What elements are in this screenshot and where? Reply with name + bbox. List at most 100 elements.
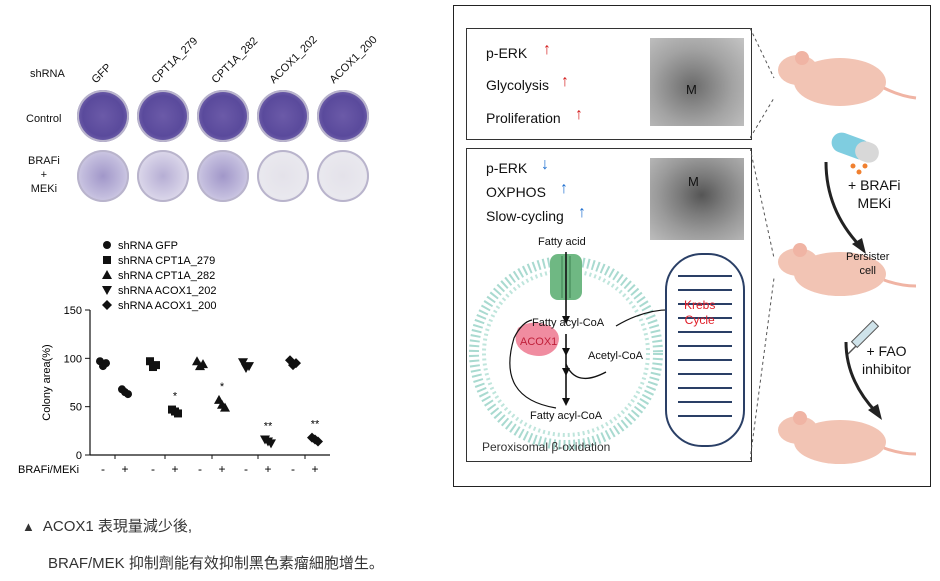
- legend-marker: [102, 286, 112, 295]
- plate-treated-gfp: [77, 150, 129, 202]
- mouse-icon-middle: [778, 243, 917, 296]
- syringe-icon: [847, 319, 880, 355]
- plate-control-cpt1a-279: [137, 90, 189, 142]
- treatment-label: -: [101, 462, 105, 476]
- mouse-icon-top: [778, 51, 917, 106]
- dashed-connectors: [750, 28, 775, 461]
- fatty-acyl-coa-label-2: Fatty acyl-CoA: [530, 410, 603, 422]
- plate-control-acox1-200: [317, 90, 369, 142]
- legend-marker: [103, 241, 111, 249]
- legend-label: shRNA ACOX1_200: [118, 300, 216, 312]
- treatment-label: +: [264, 462, 271, 476]
- significance-label: **: [264, 421, 273, 433]
- row-label-braf-mek: BRAFi + MEKi: [28, 155, 60, 195]
- caption-text-1: ACOX1 表現量減少後,: [42, 518, 193, 535]
- column-header-cpt1a-279: CPT1A_279: [149, 35, 201, 86]
- data-point: [171, 407, 179, 416]
- em-image-top: M: [650, 38, 744, 126]
- plate-treated-cpt1a-279: [137, 150, 189, 202]
- plate-treated-acox1-200: [317, 150, 369, 202]
- mitochondrion-label: M: [686, 82, 697, 97]
- arrow-up-icon: ↑: [578, 204, 586, 221]
- legend-label: shRNA GFP: [118, 240, 178, 252]
- treatment-label: +: [218, 462, 225, 476]
- acox1-label: ACOX1: [520, 336, 558, 348]
- legend-marker: [102, 300, 112, 310]
- y-axis-label: Colony area(%): [41, 344, 53, 420]
- persister-label: Persister cell: [846, 251, 890, 277]
- column-header-acox1-202: ACOX1_202: [267, 33, 320, 86]
- data-point: [288, 360, 298, 371]
- significance-label: *: [220, 381, 225, 393]
- column-header-gfp: GFP: [89, 61, 114, 86]
- data-point: [310, 434, 320, 445]
- legend-label: shRNA CPT1A_282: [118, 270, 215, 282]
- arrow-up-icon: ↑: [561, 73, 569, 90]
- row-header: shRNA: [30, 68, 65, 80]
- acetyl-coa-label: Acetyl-CoA: [588, 350, 644, 362]
- column-header-acox1-200: ACOX1_200: [327, 33, 380, 86]
- data-point: [149, 363, 157, 372]
- fatty-acid-label: Fatty acid: [538, 236, 586, 248]
- legend-marker: [103, 256, 111, 264]
- y-tick-label: 50: [70, 402, 82, 414]
- arrow-up-icon: ↑: [575, 106, 583, 123]
- caption-line-1: ▲ ACOX1 表現量減少後,: [22, 515, 192, 536]
- colony-figure: shRNA GFP CPT1A_279 CPT1A_282 ACOX1_202 …: [0, 0, 440, 240]
- top-item-perk: p-ERK: [486, 45, 528, 61]
- row-label-control: Control: [26, 113, 62, 125]
- plate-control-gfp: [77, 90, 129, 142]
- plate-treated-acox1-202: [257, 150, 309, 202]
- colony-area-plot: shRNA GFP shRNA CPT1A_279 shRNA CPT1A_282s…: [18, 240, 330, 476]
- arrow-up-icon: ↑: [543, 41, 551, 58]
- acox1-enzyme: [515, 322, 559, 356]
- legend-label: shRNA ACOX1_202: [118, 285, 216, 297]
- x-axis-label: BRAFi/MEKi: [18, 464, 79, 476]
- mitochondrion-label: M: [688, 174, 699, 189]
- mouse-icon-bottom: [778, 411, 917, 464]
- treatment-label: +: [171, 462, 178, 476]
- arrow-down-icon: ↓: [541, 156, 549, 173]
- data-point: [121, 388, 129, 397]
- column-header-cpt1a-282: CPT1A_282: [209, 35, 261, 86]
- caption-line-2: BRAF/MEK 抑制劑能有效抑制黑色素瘤細胞增生。: [48, 555, 384, 572]
- step1-label: + BRAFi MEKi: [848, 177, 901, 211]
- treatment-arrow-1: [824, 161, 866, 254]
- bottom-item-slow-cycling: Slow-cycling: [486, 208, 564, 224]
- significance-label: **: [311, 419, 320, 431]
- plate-treated-cpt1a-282: [197, 150, 249, 202]
- step2-label: + FAO inhibitor: [862, 343, 912, 377]
- data-point: [195, 361, 205, 371]
- plate-control-acox1-202: [257, 90, 309, 142]
- capsule-icon: [831, 132, 879, 175]
- plate-control-cpt1a-282: [197, 90, 249, 142]
- data-point: [217, 399, 227, 409]
- top-item-proliferation: Proliferation: [486, 110, 561, 126]
- treatment-label: -: [198, 462, 202, 476]
- bullet-triangle-icon: ▲: [22, 519, 35, 534]
- arrow-up-icon: ↑: [560, 180, 568, 197]
- treatment-label: +: [121, 462, 128, 476]
- legend-label: shRNA CPT1A_279: [118, 255, 215, 267]
- y-tick-label: 0: [76, 450, 82, 462]
- peroxisome-label: Peroxisomal β-oxidation: [482, 440, 611, 454]
- peroxisome-diagram: [469, 252, 682, 450]
- treatment-label: -: [291, 462, 295, 476]
- top-item-glycolysis: Glycolysis: [486, 77, 550, 93]
- data-point: [99, 362, 107, 371]
- data-point: [263, 437, 273, 447]
- krebs-cycle-label: Krebs Cycle: [684, 298, 716, 327]
- treatment-label: -: [151, 462, 155, 476]
- bottom-item-perk: p-ERK: [486, 160, 528, 176]
- data-point: [146, 357, 154, 366]
- y-tick-label: 150: [64, 305, 82, 317]
- significance-label: *: [173, 391, 178, 403]
- em-image-bottom: M: [650, 158, 744, 240]
- data-point: [238, 358, 248, 368]
- bottom-item-oxphos: OXPHOS: [486, 184, 546, 200]
- data-point: [241, 364, 251, 373]
- treatment-label: +: [311, 462, 318, 476]
- fatty-acyl-coa-label-1: Fatty acyl-CoA: [532, 317, 605, 329]
- legend-marker: [102, 270, 112, 279]
- treatment-arrow-2: [844, 341, 882, 420]
